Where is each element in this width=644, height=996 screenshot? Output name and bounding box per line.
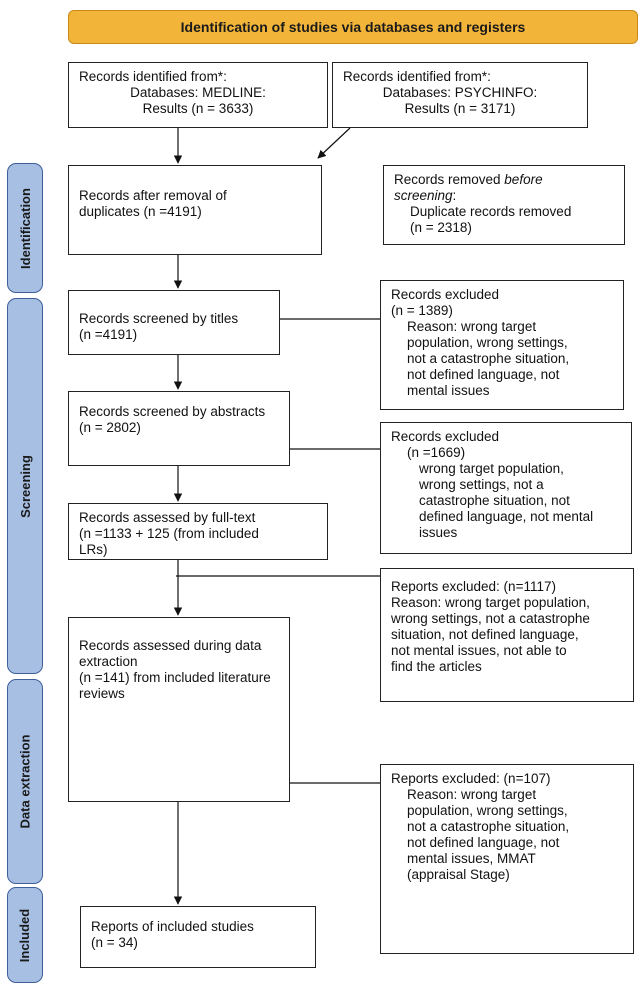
excl-titles-line4: population, wrong settings, bbox=[407, 335, 568, 350]
excl-extraction-line1: Reports excluded: (n=107) bbox=[391, 771, 551, 786]
box-removed-before-screening: Records removed before screening: Duplic… bbox=[383, 165, 625, 245]
excl-titles-line3: Reason: wrong target bbox=[407, 319, 537, 334]
excl-titles-line1: Records excluded bbox=[391, 287, 500, 302]
box-excluded-titles: Records excluded (n = 1389) Reason: wron… bbox=[380, 280, 624, 410]
extraction-line1: Records assessed during data bbox=[79, 638, 262, 653]
full-text-line1: Records assessed by full-text bbox=[79, 510, 256, 525]
excl-abstracts-line4: wrong settings, not a bbox=[419, 477, 544, 492]
box-included-studies: Reports of included studies (n = 34) bbox=[80, 906, 316, 968]
removed-line1: Records removed before bbox=[394, 172, 614, 188]
extraction-line3: (n =141) from included literature bbox=[79, 670, 271, 685]
excl-titles-line2: (n = 1389) bbox=[391, 303, 453, 318]
excl-reports-line1: Reports excluded: (n=1117) bbox=[391, 579, 556, 594]
excl-abstracts-line1: Records excluded bbox=[391, 429, 500, 444]
box-excluded-extraction: Reports excluded: (n=107) Reason: wrong … bbox=[380, 764, 634, 954]
extraction-line4: reviews bbox=[79, 686, 125, 701]
excl-extraction-line6: mental issues, MMAT bbox=[407, 851, 536, 866]
box-excluded-reports: Reports excluded: (n=1117) Reason: wrong… bbox=[380, 568, 634, 702]
excl-abstracts-line3: wrong target population, bbox=[419, 461, 564, 476]
box-data-extraction: Records assessed during data extraction … bbox=[68, 617, 290, 802]
excl-extraction-line2: Reason: wrong target bbox=[407, 787, 537, 802]
phase-screening: Screening bbox=[7, 298, 43, 674]
excl-extraction-line4: not a catastrophe situation, bbox=[407, 819, 570, 834]
excl-titles-line5: not a catastrophe situation, bbox=[407, 351, 570, 366]
extraction-line2: extraction bbox=[79, 654, 138, 669]
psychinfo-line1: Records identified from*: bbox=[343, 69, 491, 84]
box-screened-abstracts: Records screened by abstracts (n = 2802) bbox=[68, 391, 290, 466]
header-banner: Identification of studies via databases … bbox=[68, 10, 638, 44]
full-text-line2: (n =1133 + 125 (from included bbox=[79, 526, 259, 541]
excl-reports-line5: not mental issues, not able to bbox=[391, 643, 567, 658]
medline-line1: Records identified from*: bbox=[79, 69, 227, 84]
excl-reports-line6: find the articles bbox=[391, 659, 482, 674]
phase-data-extraction: Data extraction bbox=[7, 679, 43, 884]
after-duplicates-line1: Records after removal of bbox=[79, 188, 227, 203]
excl-abstracts-line7: issues bbox=[419, 525, 458, 540]
after-duplicates-line2: duplicates (n =4191) bbox=[79, 204, 202, 219]
box-excluded-abstracts: Records excluded (n =1669) wrong target … bbox=[380, 422, 632, 554]
removed-line1b: before bbox=[504, 172, 543, 187]
removed-line3: Duplicate records removed bbox=[410, 204, 572, 219]
phase-included: Included bbox=[7, 887, 43, 983]
phase-identification: Identification bbox=[7, 163, 43, 293]
excl-reports-line2: Reason: wrong target population, bbox=[391, 595, 590, 610]
removed-line4: (n = 2318) bbox=[410, 220, 472, 235]
excl-extraction-line3: population, wrong settings, bbox=[407, 803, 568, 818]
full-text-line3: LRs) bbox=[79, 542, 108, 557]
removed-line2: screening: bbox=[394, 188, 614, 204]
psychinfo-line2: Databases: PSYCHINFO: bbox=[382, 85, 538, 100]
excl-extraction-line7: (appraisal Stage) bbox=[407, 867, 510, 882]
removed-line2-colon: : bbox=[452, 188, 457, 203]
medline-line2: Databases: MEDLINE: bbox=[130, 85, 266, 100]
removed-line2-italic: screening bbox=[394, 188, 453, 203]
psychinfo-line3: Results (n = 3171) bbox=[404, 101, 516, 116]
excl-abstracts-line2: (n =1669) bbox=[407, 445, 466, 460]
excl-titles-line7: mental issues bbox=[407, 383, 490, 398]
removed-line1a: Records removed bbox=[394, 172, 505, 187]
header-title: Identification of studies via databases … bbox=[180, 19, 526, 35]
screened-titles-line1: Records screened by titles bbox=[79, 311, 239, 326]
excl-titles-line6: not defined language, not bbox=[407, 367, 560, 382]
excl-reports-line4: situation, not defined language, bbox=[391, 627, 579, 642]
box-records-psychinfo: Records identified from*: Databases: PSY… bbox=[332, 62, 588, 128]
box-after-duplicates: Records after removal of duplicates (n =… bbox=[68, 165, 322, 255]
box-full-text: Records assessed by full-text (n =1133 +… bbox=[68, 503, 328, 560]
screened-abstracts-line1: Records screened by abstracts bbox=[79, 404, 266, 419]
included-line1: Reports of included studies bbox=[91, 919, 254, 934]
medline-line3: Results (n = 3633) bbox=[142, 101, 254, 116]
excl-abstracts-line6: defined language, not mental bbox=[419, 509, 594, 524]
excl-reports-line3: wrong settings, not a catastrophe bbox=[391, 611, 590, 626]
screened-titles-line2: (n =4191) bbox=[79, 327, 138, 342]
included-line2: (n = 34) bbox=[91, 935, 138, 950]
screened-abstracts-line2: (n = 2802) bbox=[79, 420, 141, 435]
excl-extraction-line5: not defined language, not bbox=[407, 835, 560, 850]
box-records-medline: Records identified from*: Databases: MED… bbox=[68, 62, 328, 128]
box-screened-titles: Records screened by titles (n =4191) bbox=[68, 290, 280, 355]
excl-abstracts-line5: catastrophe situation, not bbox=[419, 493, 570, 508]
line-psychinfo-to-dedup bbox=[317, 127, 351, 159]
